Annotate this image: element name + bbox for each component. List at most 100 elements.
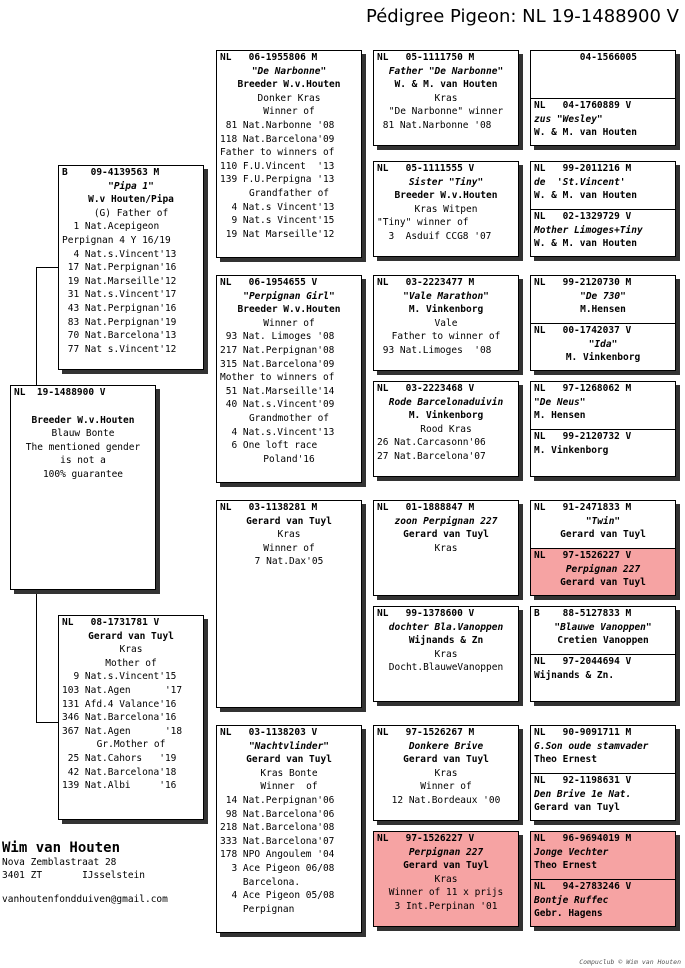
owner-city: 3401 ZT IJsselstein: [2, 870, 145, 881]
text-line: Winner of: [263, 542, 315, 554]
color-line: Kras: [434, 767, 458, 779]
pigeon-card-subject[interactable]: NL 19-1488900 V Breeder W.v.Houten Blauw…: [10, 385, 156, 590]
page-title: Pédigree Pigeon: NL 19-1488900 V: [366, 6, 679, 27]
breeder-name: Cretien Vanoppen: [557, 635, 649, 647]
pigeon-card-sss[interactable]: NL 05-1111750 M Father "De Narbonne" W. …: [373, 50, 519, 146]
pigeon-entry[interactable]: NL 90-9091711 M G.Son oude stamvader The…: [531, 726, 675, 773]
pigeon-entry[interactable]: NL 91-2471833 M "Twin" Gerard van Tuyl: [531, 501, 675, 548]
ring-number: NL 01-1888847 M: [377, 502, 475, 513]
pigeon-entry[interactable]: NL 00-1742037 V "Ida" M. Vinkenborg: [531, 323, 675, 370]
pigeon-entry[interactable]: NL 92-1198631 V Den Brive 1e Nat. Gerard…: [531, 773, 675, 820]
pigeon-card-dsd[interactable]: NL 99-1378600 V dochter Bla.Vanoppen Wij…: [373, 606, 519, 702]
pigeon-card-ssd[interactable]: NL 05-1111555 V Sister "Tiny" Breeder W.…: [373, 161, 519, 257]
ring-number: NL 04-1760889 V: [534, 100, 632, 111]
owner-email[interactable]: vanhoutenfondduiven@gmail.com: [2, 894, 168, 905]
connector-line: [36, 722, 58, 723]
pigeon-name: "Vale Marathon": [403, 290, 489, 302]
pigeon-pair-card[interactable]: B 88-5127833 M "Blauwe Vanoppen" Cretien…: [530, 606, 676, 702]
pigeon-card-ss[interactable]: NL 06-1955806 M "De Narbonne" Breeder W.…: [216, 50, 362, 258]
pigeon-entry[interactable]: NL 96-9694019 M Jonge Vechter Theo Ernes…: [531, 832, 675, 879]
pigeon-pair-card[interactable]: NL 91-2471833 M "Twin" Gerard van Tuyl N…: [530, 500, 676, 596]
pigeon-card-dds[interactable]: NL 97-1526267 M Donkere Brive Gerard van…: [373, 725, 519, 821]
color-line: Donker Kras: [257, 92, 321, 104]
breeder-name: M. Hensen: [534, 410, 586, 422]
ring-number: NL 03-1138203 V: [220, 727, 318, 738]
breeder-name: Gerard van Tuyl: [534, 802, 620, 814]
pigeon-name: Bontje Ruffec: [534, 894, 609, 906]
result-line: 4 Nat.s.Vincent'13: [220, 426, 335, 438]
pigeon-entry[interactable]: NL 99-2011216 M de 'St.Vincent' W. & M. …: [531, 162, 675, 209]
ring-number: NL 99-2120732 V: [534, 431, 632, 442]
pigeon-pair-card[interactable]: 04-1566005 NL 04-1760889 V zus "Wesley" …: [530, 50, 676, 146]
ring-number: NL 02-1329729 V: [534, 211, 632, 222]
pigeon-card-sds[interactable]: NL 03-2223477 M "Vale Marathon" M. Vinke…: [373, 275, 519, 371]
color-line: Kras: [434, 92, 458, 104]
pigeon-card-dd[interactable]: NL 03-1138203 V "Nachtvlinder" Gerard va…: [216, 725, 362, 933]
breeder-name: Gerard van Tuyl: [403, 754, 489, 766]
pigeon-name: Jonge Vechter: [534, 846, 609, 858]
pigeon-card-sd[interactable]: NL 06-1954655 V "Perpignan Girl" Breeder…: [216, 275, 362, 483]
breeder-name: M.Hensen: [580, 304, 626, 316]
pigeon-entry[interactable]: NL 94-2783246 V Bontje Ruffec Gebr. Hage…: [531, 879, 675, 926]
connector-line: [36, 267, 58, 268]
pigeon-entry[interactable]: NL 97-1526227 V Perpignan 227 Gerard van…: [531, 548, 675, 595]
result-line: 3 Ace Pigeon 06/08: [220, 862, 335, 874]
ring-number: NL 97-1526267 M: [377, 727, 475, 738]
ring-number: B 09-4139563 M: [62, 167, 160, 178]
ring-number: NL 99-2120730 M: [534, 277, 632, 288]
pigeon-entry[interactable]: NL 02-1329729 V Mother Limoges+Tiny W. &…: [531, 209, 675, 256]
color-line: Kras: [434, 648, 458, 660]
pigeon-pair-card[interactable]: NL 97-1268062 M "De Neus" M. Hensen NL 9…: [530, 381, 676, 477]
result-line: 93 Nat. Limoges '08: [220, 331, 335, 343]
pigeon-entry[interactable]: NL 04-1760889 V zus "Wesley" W. & M. van…: [531, 98, 675, 145]
breeder-name: W. & M. van Houten: [394, 79, 498, 91]
pigeon-entry[interactable]: NL 97-2044694 V Wijnands & Zn.: [531, 654, 675, 701]
color-line: Rood Kras: [420, 423, 472, 435]
pigeon-pair-card[interactable]: NL 96-9694019 M Jonge Vechter Theo Ernes…: [530, 831, 676, 927]
ring-number: NL 00-1742037 V: [534, 325, 632, 336]
pigeon-card-sdd[interactable]: NL 03-2223468 V Rode Barcelonaduivin M. …: [373, 381, 519, 477]
pigeon-name: Donkere Brive: [408, 740, 484, 752]
breeder-name: Theo Ernest: [534, 860, 597, 872]
pigeon-entry[interactable]: NL 99-2120732 V M. Vinkenborg: [531, 429, 675, 476]
text-line: Winner of: [260, 781, 318, 793]
pigeon-entry[interactable]: 04-1566005: [531, 51, 675, 98]
breeder-name: W. & M. van Houten: [534, 190, 637, 202]
color-line: Kras Witpen: [414, 203, 478, 215]
gender-note: is not a: [60, 455, 106, 467]
breeder-name: Breeder W.v.Houten: [31, 414, 135, 426]
pigeon-card-ddd[interactable]: NL 97-1526227 V Perpignan 227 Gerard van…: [373, 831, 519, 927]
pigeon-entry[interactable]: B 88-5127833 M "Blauwe Vanoppen" Cretien…: [531, 607, 675, 654]
ring-number: NL 97-2044694 V: [534, 656, 632, 667]
ring-number: NL 97-1526227 V: [534, 550, 632, 561]
pigeon-card-ds[interactable]: NL 03-1138281 M Gerard van Tuyl Kras Win…: [216, 500, 362, 708]
color-line: Kras: [277, 529, 301, 541]
result-line: 81 Nat.Narbonne '08: [220, 119, 335, 131]
pigeon-pair-card[interactable]: NL 90-9091711 M G.Son oude stamvader The…: [530, 725, 676, 821]
pigeon-name: "Ida": [588, 338, 618, 350]
result-line: 51 Nat.Marseille'14: [220, 385, 335, 397]
result-line: 77 Nat s.Vincent'12: [62, 343, 177, 355]
text-line: Winner of 11 x prijs: [388, 887, 504, 899]
pigeon-entry[interactable]: NL 99-2120730 M "De 730" M.Hensen: [531, 276, 675, 323]
pigeon-name: "De Narbonne": [251, 65, 327, 77]
pigeon-entry[interactable]: NL 97-1268062 M "De Neus" M. Hensen: [531, 382, 675, 429]
pigeon-pair-card[interactable]: NL 99-2120730 M "De 730" M.Hensen NL 00-…: [530, 275, 676, 371]
ring-number: 04-1566005: [534, 52, 637, 63]
pigeon-pair-card[interactable]: NL 99-2011216 M de 'St.Vincent' W. & M. …: [530, 161, 676, 257]
text-line: Winner of: [263, 317, 315, 329]
text-line: "De Narbonne" winner: [388, 106, 504, 118]
pigeon-card-sire[interactable]: B 09-4139563 M "Pipa 1" W.v Houten/Pipa …: [58, 165, 204, 370]
breeder-name: W.v Houten/Pipa: [88, 194, 174, 206]
pigeon-card-dam[interactable]: NL 08-1731781 V Gerard van Tuyl Kras Mot…: [58, 615, 204, 820]
result-line: 4 Nat.s Vincent'13: [220, 201, 335, 213]
connector-line: [36, 267, 37, 385]
pigeon-card-dss[interactable]: NL 01-1888847 M zoon Perpignan 227 Gerar…: [373, 500, 519, 596]
pigeon-name: zus "Wesley": [534, 113, 603, 125]
breeder-name: W. & M. van Houten: [534, 238, 637, 250]
result-line: 19 Nat.Marseille'12: [62, 275, 177, 287]
breeder-name: Gerard van Tuyl: [246, 515, 332, 527]
breeder-name: Gerard van Tuyl: [560, 577, 646, 589]
breeder-name: Gerard van Tuyl: [246, 754, 332, 766]
ring-number: NL 05-1111555 V: [377, 163, 475, 174]
